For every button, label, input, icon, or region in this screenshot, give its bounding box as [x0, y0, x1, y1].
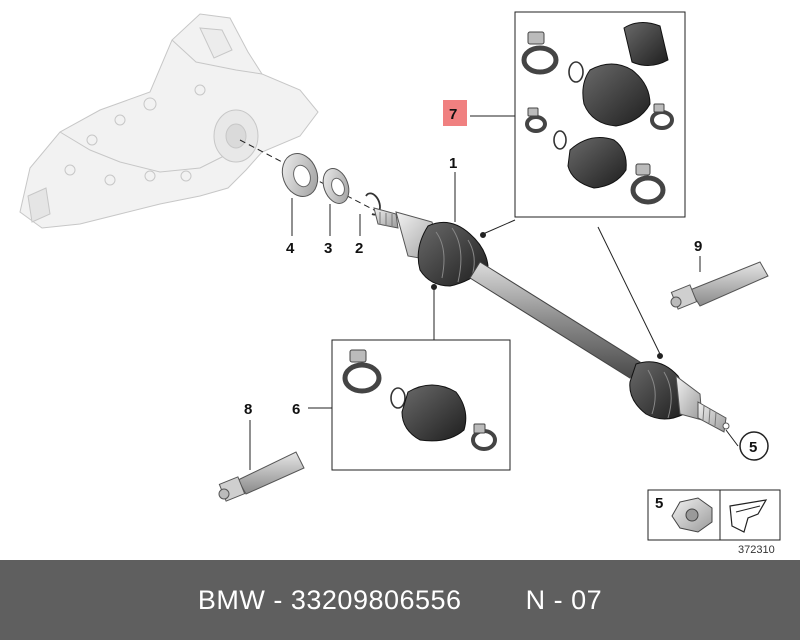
boot-kit-outer-7	[514, 11, 686, 218]
footer-brand: BMW	[197, 584, 266, 615]
callout-label-2: 2	[355, 240, 363, 257]
leader-lines	[249, 115, 739, 470]
boot-kit-inner-6	[331, 339, 511, 471]
part-footer: BMW - 33209806556 N - 07	[0, 560, 800, 640]
tighten-arrow-icon	[729, 499, 768, 533]
footer-position: N - 07	[525, 584, 603, 615]
callout-label-4: 4	[286, 240, 295, 257]
nut-legend-box: 5	[647, 489, 781, 541]
shim-ring-4	[281, 153, 319, 197]
footer-gap	[462, 585, 526, 616]
callout-7-highlight	[443, 100, 467, 126]
legend-label-5: 5	[655, 495, 663, 512]
callout-5-circle	[739, 431, 769, 461]
diagram-reference-number: 372310	[738, 544, 775, 556]
grease-tube-9	[670, 261, 769, 310]
footer-part-number: 33209806556	[290, 584, 462, 615]
callout-label-3: 3	[324, 240, 332, 257]
callout-label-9: 9	[694, 238, 702, 255]
callout-label-1: 1	[449, 155, 457, 172]
grease-tube-8	[218, 451, 305, 502]
differential-housing	[19, 13, 319, 229]
callout-label-7: 7	[449, 106, 457, 123]
callout-label-8: 8	[244, 401, 252, 418]
callout-label-6: 6	[292, 401, 300, 418]
assembly-axis-line	[239, 139, 379, 213]
footer-separator: -	[265, 584, 291, 615]
parts-diagram: 1 2 3 4 6 7 8 9 5 5 372310	[19, 11, 781, 556]
spacer-ring-3	[322, 168, 350, 204]
callout-label-5: 5	[749, 439, 757, 456]
drive-shaft-assembly-1	[373, 207, 730, 433]
